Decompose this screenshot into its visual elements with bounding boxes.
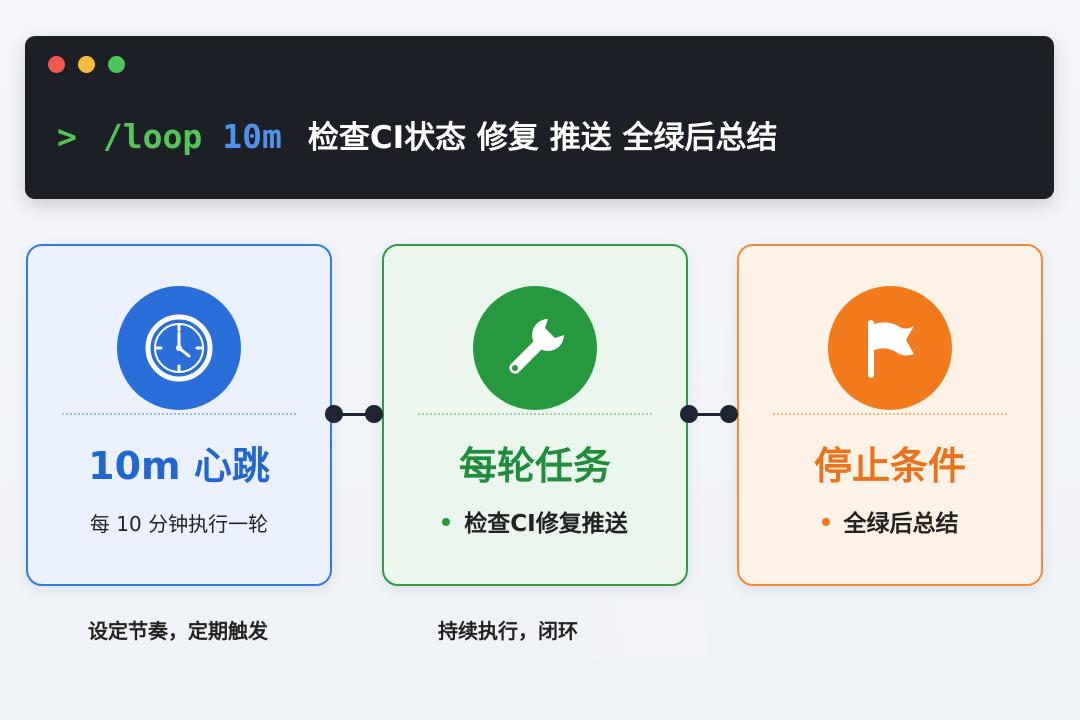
heartbeat-caption: 设定节奏，定期触发 xyxy=(88,619,268,643)
card-subtitle: 每 10 分钟执行一轮 xyxy=(89,512,269,536)
minimize-window-button[interactable] xyxy=(78,56,95,73)
clock-icon xyxy=(117,286,241,410)
stop-condition-card: 停止条件 全绿后总结 xyxy=(737,244,1043,586)
card-title: 每轮任务 xyxy=(458,444,611,488)
flag-icon xyxy=(828,286,952,410)
bullet-dot xyxy=(821,517,830,526)
caption-fade-overlay xyxy=(586,600,706,660)
card-subtitle-row: 检查CI修复推送 xyxy=(384,508,686,540)
card-title: 停止条件 xyxy=(813,444,966,488)
card-subtitle: 检查CI修复推送 xyxy=(464,511,628,537)
heartbeat-card: 10m 心跳 每 10 分钟执行一轮 xyxy=(26,244,332,586)
terminal-window xyxy=(25,36,1054,199)
prompt-symbol: > xyxy=(57,117,77,156)
card-divider xyxy=(62,413,296,415)
card-divider xyxy=(773,413,1007,415)
card-divider xyxy=(418,413,652,415)
card-subtitle: 全绿后总结 xyxy=(843,511,959,537)
card-title: 10m 心跳 xyxy=(88,444,270,488)
maximize-window-button[interactable] xyxy=(108,56,125,73)
loop-interval: 10m xyxy=(222,117,282,156)
card-subtitle-row: 全绿后总结 xyxy=(739,508,1041,540)
task-card: 每轮任务 检查CI修复推送 xyxy=(382,244,688,586)
connector-1-2 xyxy=(325,405,383,423)
wrench-icon xyxy=(473,286,597,410)
connector-2-3 xyxy=(680,405,738,423)
bullet-dot xyxy=(442,517,451,526)
loop-task-text: 检查CI状态 修复 推送 全绿后总结 xyxy=(307,120,778,156)
task-caption: 持续执行，闭环 xyxy=(438,619,578,643)
command-line[interactable]: > /loop 10m 检查CI状态 修复 推送 全绿后总结 xyxy=(57,112,778,162)
loop-command: /loop xyxy=(102,117,203,156)
close-window-button[interactable] xyxy=(48,56,65,73)
